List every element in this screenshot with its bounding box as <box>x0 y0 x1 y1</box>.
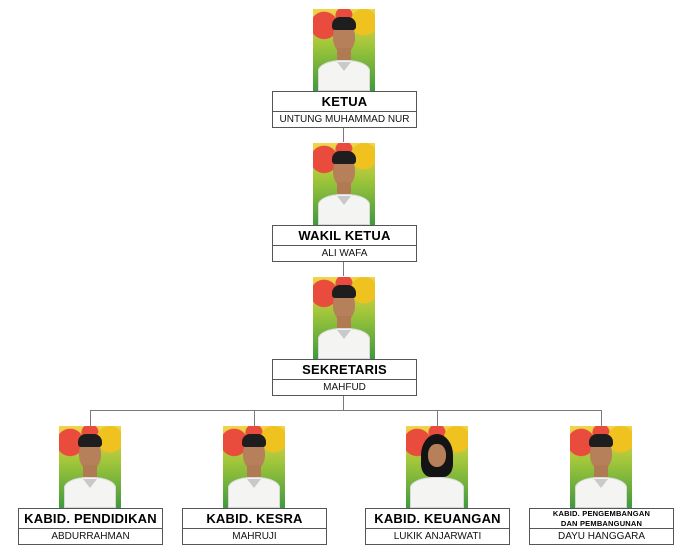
position-box-ketua: KETUA UNTUNG MUHAMMAD NUR <box>272 91 417 128</box>
position-box-kabid-pendidikan: KABID. PENDIDIKAN ABDURRAHMAN <box>18 508 163 545</box>
position-title: KETUA <box>273 92 416 112</box>
photo-cap <box>242 434 266 448</box>
photo-cap <box>589 434 613 448</box>
position-box-kabid-pengembangan: KABID. PENGEMBANGAN DAN PEMBANGUNAN DAYU… <box>529 508 674 545</box>
member-photo-man-cap <box>313 277 375 359</box>
photo-neck <box>337 182 351 194</box>
member-photo-man-cap <box>570 426 632 508</box>
member-photo-man-cap <box>223 426 285 508</box>
member-name: UNTUNG MUHAMMAD NUR <box>279 114 410 125</box>
position-title: KABID. PENDIDIKAN <box>19 509 162 529</box>
member-name: DAYU HANGGARA <box>557 531 646 542</box>
photo-collar <box>337 330 351 340</box>
photo-collar <box>337 62 351 72</box>
connector-drop-pengembangan <box>601 410 602 426</box>
photo-shirt <box>409 476 465 508</box>
photo-cap <box>78 434 102 448</box>
photo-cap <box>332 17 356 31</box>
member-photo-man-cap <box>59 426 121 508</box>
member-name: MAHRUJI <box>232 531 277 542</box>
connector-sekretaris-bus <box>343 396 344 410</box>
photo-face <box>428 444 446 467</box>
connector-ketua-wakil <box>343 128 344 142</box>
photo-collar <box>83 479 97 489</box>
position-title: SEKRETARIS <box>273 360 416 380</box>
member-photo-man-cap <box>313 9 375 91</box>
photo-neck <box>83 465 97 477</box>
position-box-sekretaris: SEKRETARIS MAHFUD <box>272 359 417 396</box>
photo-collar <box>247 479 261 489</box>
position-title: WAKIL KETUA <box>273 226 416 246</box>
member-name: ALI WAFA <box>321 248 368 259</box>
connector-drop-kesra <box>254 410 255 426</box>
photo-neck <box>594 465 608 477</box>
member-photo-woman-hijab <box>406 426 468 508</box>
position-title: KABID. PENGEMBANGAN DAN PEMBANGUNAN <box>530 509 673 529</box>
connector-drop-pendidikan <box>90 410 91 426</box>
connector-bus-horizontal <box>90 410 602 411</box>
member-photo-man-cap <box>313 143 375 225</box>
position-title: KABID. KESRA <box>183 509 326 529</box>
photo-neck <box>247 465 261 477</box>
photo-collar <box>337 196 351 206</box>
member-name: MAHFUD <box>323 382 366 393</box>
connector-drop-keuangan <box>437 410 438 426</box>
photo-cap <box>332 285 356 299</box>
position-box-wakil-ketua: WAKIL KETUA ALI WAFA <box>272 225 417 262</box>
photo-collar <box>594 479 608 489</box>
photo-neck <box>337 316 351 328</box>
member-name: ABDURRAHMAN <box>51 531 130 542</box>
position-box-kabid-kesra: KABID. KESRA MAHRUJI <box>182 508 327 545</box>
photo-cap <box>332 151 356 165</box>
position-box-kabid-keuangan: KABID. KEUANGAN LUKIK ANJARWATI <box>365 508 510 545</box>
position-title: KABID. KEUANGAN <box>366 509 509 529</box>
photo-neck <box>337 48 351 60</box>
connector-wakil-sekretaris <box>343 262 344 276</box>
member-name: LUKIK ANJARWATI <box>393 531 482 542</box>
